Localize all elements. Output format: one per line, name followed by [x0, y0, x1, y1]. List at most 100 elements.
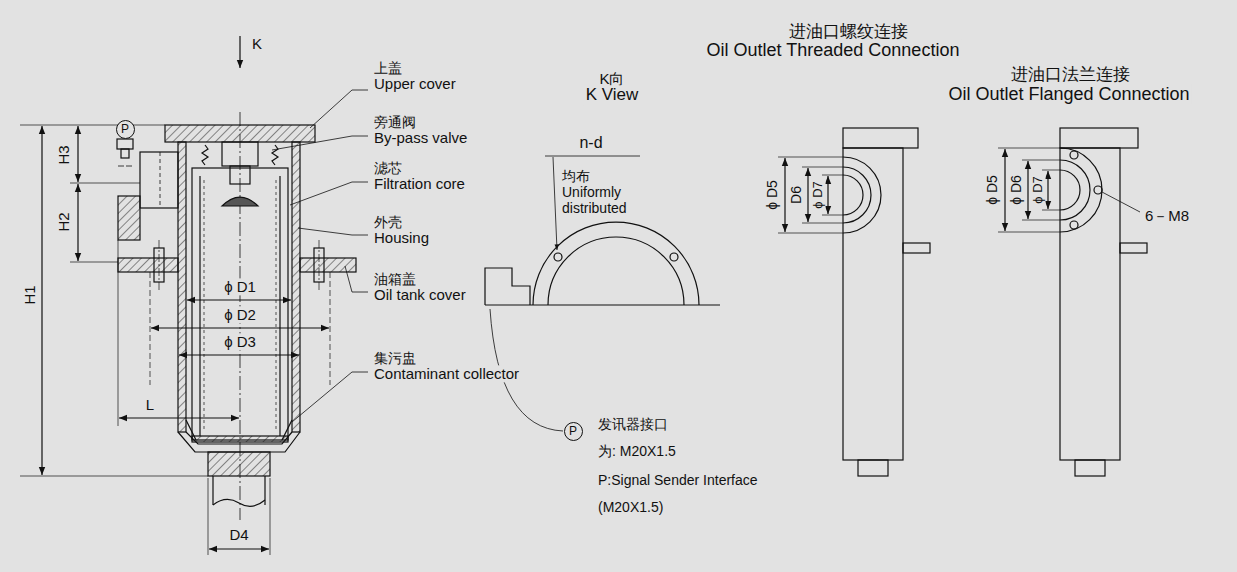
drawing-path — [485, 268, 530, 305]
drawing-line — [822, 215, 843, 216]
part-label: 进油口法兰连接 — [1009, 65, 1132, 85]
drawing-circle — [554, 253, 562, 261]
part-label: L — [144, 396, 156, 413]
part-label: D4 — [227, 526, 250, 543]
drawing-rect — [192, 436, 288, 442]
drawing-circle — [1094, 186, 1102, 194]
dimension-label: ϕ D5 — [984, 173, 1000, 207]
drawing-line — [20, 125, 165, 126]
drawing-line — [199, 176, 200, 436]
drawing-line — [270, 478, 271, 555]
drawing-path — [213, 499, 265, 506]
drawing-polyline — [290, 182, 368, 205]
part-label: 滤芯 — [372, 160, 404, 176]
part-label: 6－M8 — [1143, 207, 1191, 224]
drawing-rect — [843, 128, 918, 148]
part-label: 为: M20X1.5 — [596, 443, 678, 459]
drawing-g — [20, 36, 1147, 555]
drawing-rect — [178, 142, 186, 432]
part-label: Uniformly distributed — [560, 184, 656, 216]
drawing-line — [1004, 149, 1005, 231]
drawing-path — [1060, 148, 1102, 232]
part-label: n-d — [577, 134, 604, 152]
drawing-path — [533, 222, 699, 305]
drawing-line — [77, 126, 78, 182]
drawing-rect — [208, 452, 270, 476]
dimension-label: ϕ D6 — [1008, 173, 1024, 207]
drawing-line — [119, 417, 239, 418]
drawing-path — [222, 197, 258, 206]
drawing-line — [70, 262, 118, 263]
drawing-rect — [858, 460, 888, 476]
part-label: 均布 — [560, 168, 592, 184]
drawing-rect — [192, 168, 288, 440]
drawing-line — [239, 36, 240, 68]
drawing-line — [204, 180, 205, 432]
part-label: Housing — [372, 229, 431, 246]
drawing-line — [118, 166, 134, 167]
dimension-label: D6 — [788, 184, 804, 206]
drawing-polyline — [292, 372, 368, 422]
drawing-rect — [1060, 148, 1120, 460]
drawing-rect — [230, 166, 250, 184]
drawing-rect — [292, 142, 300, 432]
drawing-line — [151, 327, 329, 328]
dimension-label: ϕ D5 — [764, 178, 780, 212]
drawing-line — [208, 478, 209, 555]
part-label: 外壳 — [372, 214, 404, 230]
part-label: By-pass valve — [372, 129, 469, 146]
drawing-rect — [118, 258, 178, 272]
part-label: 集污盅 — [372, 350, 418, 366]
drawing-line — [179, 354, 299, 355]
drawing-line — [187, 299, 291, 300]
drawing-path — [1060, 160, 1090, 220]
drawing-line — [209, 548, 269, 549]
drawing-line — [822, 175, 843, 176]
drawing-rect — [118, 196, 140, 240]
drawing-path — [186, 420, 196, 440]
drawing-line — [1042, 210, 1060, 211]
drawing-line — [827, 176, 828, 214]
drawing-rect — [1075, 460, 1105, 476]
dimension-label: ϕ D7 — [811, 179, 826, 211]
drawing-line — [802, 223, 843, 224]
drawing-rect — [165, 125, 315, 142]
drawing-polyline — [345, 266, 368, 292]
drawing-path — [178, 432, 300, 452]
drawing-path — [272, 145, 278, 165]
part-label: 上盖 — [372, 60, 404, 76]
callout-letter: P — [569, 425, 577, 437]
part-label: Contaminant collector — [372, 365, 521, 382]
part-label: 油箱盖 — [372, 271, 418, 287]
drawing-line — [118, 240, 119, 426]
drawing-line — [784, 158, 785, 232]
drawing-rect — [140, 152, 178, 208]
drawing-line — [20, 476, 208, 477]
drawing-path — [548, 237, 684, 305]
drawing-line — [212, 476, 213, 505]
part-label: Filtration core — [372, 175, 467, 192]
drawing-circle — [1070, 151, 1078, 159]
part-label: Oil Outlet Threaded Connection — [705, 40, 962, 61]
drawing-line — [319, 240, 320, 292]
drawing-line — [802, 167, 843, 168]
part-label: K — [250, 35, 264, 52]
drawing-rect — [1120, 243, 1147, 253]
drawing-line — [998, 232, 1060, 233]
drawing-line — [276, 180, 277, 432]
drawing-circle — [1070, 221, 1078, 229]
drawing-line — [485, 304, 720, 305]
dimension-label: H1 — [21, 283, 38, 306]
dimension-label: H3 — [55, 143, 72, 166]
drawing-line — [159, 240, 160, 292]
drawing-line — [41, 126, 42, 475]
part-label: Upper cover — [372, 75, 458, 92]
drawing-path — [1060, 170, 1080, 210]
drawing-line — [1042, 170, 1060, 171]
drawing-rect — [121, 149, 129, 158]
drawing-polyline — [298, 228, 368, 235]
drawing-rect — [1060, 128, 1138, 148]
drawing-line — [77, 184, 78, 261]
drawing-line — [1047, 171, 1048, 209]
